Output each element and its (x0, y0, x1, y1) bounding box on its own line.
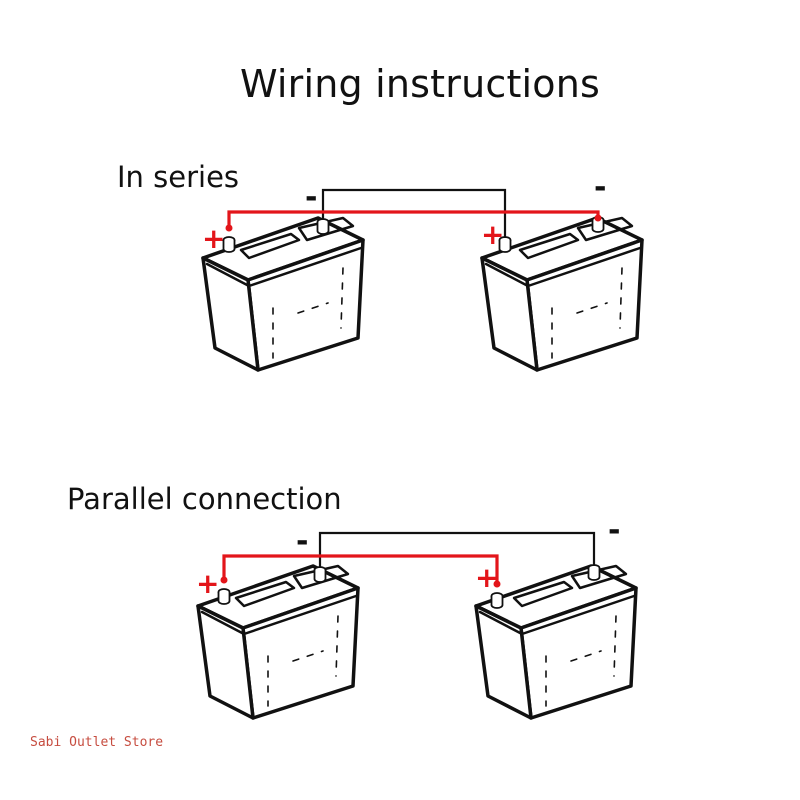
section-label-series: In series (117, 160, 240, 194)
page-title: Wiring instructions (239, 62, 601, 106)
parallel-diagram: + - + - (196, 513, 638, 720)
battery-icon (474, 564, 638, 720)
terminal-negative (587, 564, 601, 581)
sign-minus: - (594, 170, 606, 205)
parallel-node-positive-1 (220, 576, 228, 584)
watermark: Sabi Outlet Store (30, 735, 164, 750)
sign-plus: + (481, 218, 504, 251)
sign-minus: - (305, 180, 317, 215)
series-jumper-wire (321, 188, 507, 238)
sign-plus: + (196, 567, 219, 600)
terminal-negative (316, 218, 330, 235)
sign-minus: - (608, 513, 620, 548)
parallel-node-positive-2 (493, 580, 501, 588)
sign-plus: + (202, 222, 225, 255)
parallel-negative-wire (318, 531, 596, 568)
parallel-positive-wire (222, 554, 499, 586)
terminal-positive (490, 592, 504, 609)
series-node-positive (225, 224, 233, 232)
terminal-negative (313, 566, 327, 583)
series-diagram: + - + - (201, 170, 644, 372)
sign-plus: + (475, 561, 498, 594)
series-red-wire (227, 210, 600, 228)
section-label-parallel: Parallel connection (67, 482, 342, 516)
sign-minus: - (296, 524, 308, 559)
series-node-negative (594, 214, 602, 222)
terminal-positive (217, 588, 231, 605)
